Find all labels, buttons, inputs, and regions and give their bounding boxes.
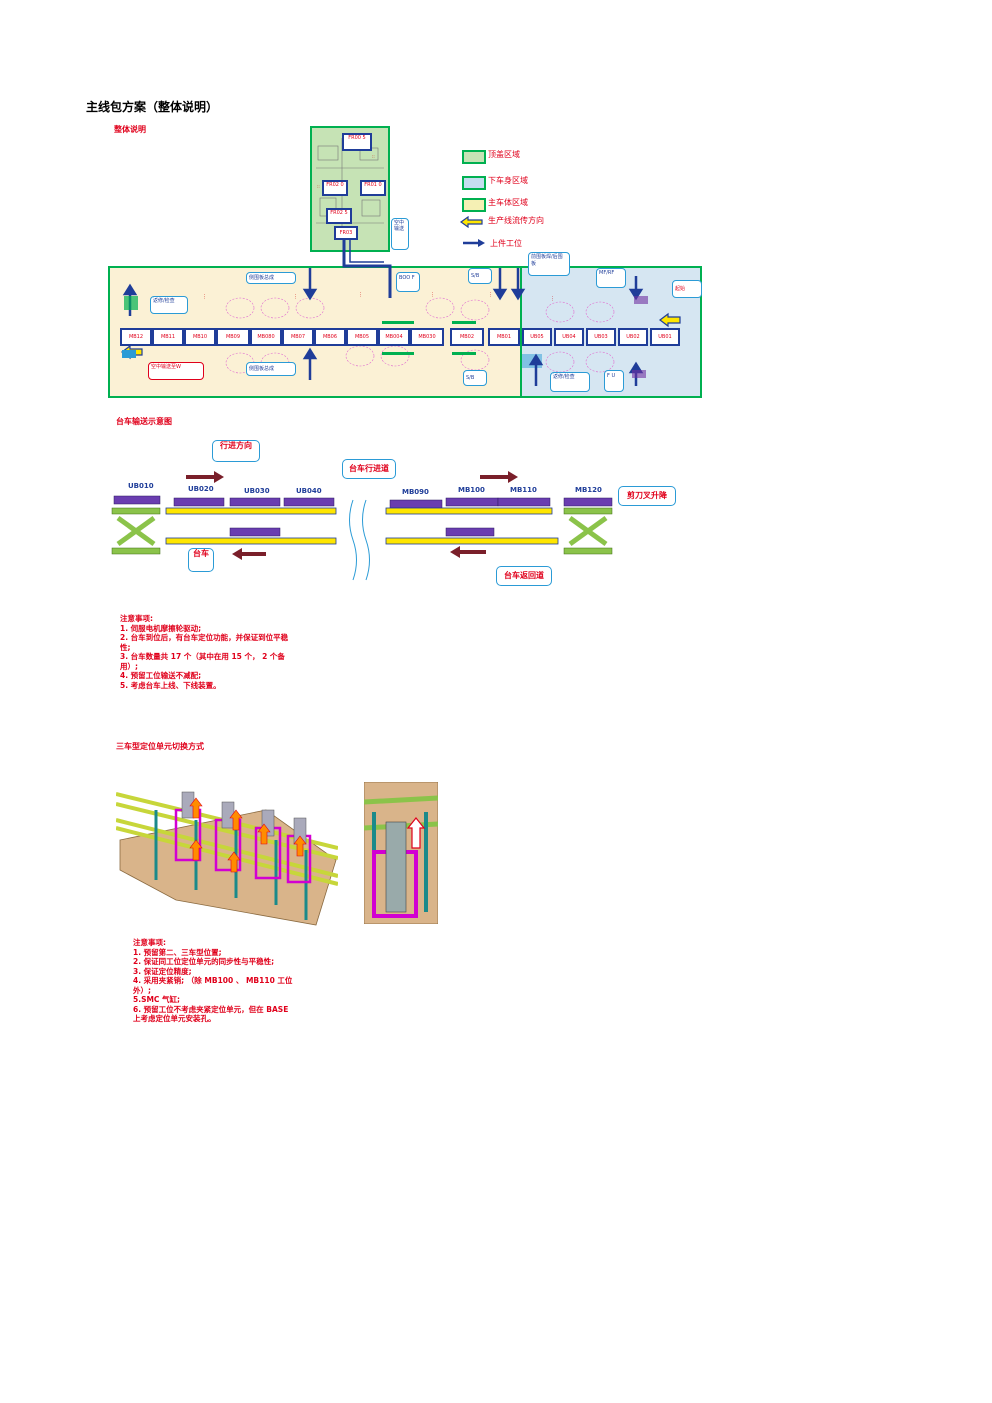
locator-render-right <box>364 782 438 924</box>
svg-text:⋮: ⋮ <box>488 292 493 298</box>
section2-heading: 台车输送示意图 <box>116 417 172 426</box>
station-mb120: MB120 <box>575 486 602 494</box>
roof-area: :::: FR00 5 FR02 0 FR01 0 FR02 5 FR03 <box>310 126 390 252</box>
station-mb01: MB01 <box>488 328 520 346</box>
blue-arrow-icon <box>463 239 485 247</box>
callout-fu: F U <box>604 370 624 392</box>
station-mb07: MB07 <box>282 328 314 346</box>
notes2-line: 注意事项: <box>133 938 166 947</box>
svg-text:⋮: ⋮ <box>202 294 207 300</box>
notes1-line: 注意事项: <box>120 614 153 623</box>
legend-mainbody-label: 主车体区域 <box>488 198 528 207</box>
station-mb02: MB02 <box>450 328 484 346</box>
station-mb030: MB030 <box>410 328 444 346</box>
station-mb09: MB09 <box>216 328 250 346</box>
notes1-line: 4. 预留工位输送不减配; <box>120 671 202 680</box>
station-ub02: UB02 <box>618 328 648 346</box>
zone-divider <box>520 268 522 396</box>
station-ub03: UB03 <box>586 328 616 346</box>
legend-loading-label: 上件工位 <box>490 239 522 248</box>
notes1-line: 性; <box>120 642 131 652</box>
station-mb05: MB05 <box>346 328 378 346</box>
notes2-line: 6. 预留工位不考虑夹紧定位单元，但在 BASE <box>133 1004 289 1014</box>
station-mb004: MB004 <box>378 328 410 346</box>
svg-text:⋮: ⋮ <box>430 292 435 298</box>
svg-text:⋮: ⋮ <box>550 296 555 302</box>
svg-text:::: :: <box>372 154 375 159</box>
notes1-line: 3. 台车数量共 17 个（其中在用 15 个， 2 个备 <box>120 652 285 661</box>
notes2-line: 4. 采用夹紧销; （除 MB100 、 MB110 工位 <box>133 976 293 985</box>
callout-roof-transport: 空中输送 <box>391 218 409 250</box>
station-fr020: FR02 0 <box>322 180 348 196</box>
legend-underbody-label: 下车身区域 <box>488 176 528 185</box>
callout-inspect-right: 返修/检查 <box>550 372 590 392</box>
roof-connector <box>342 238 392 298</box>
station-fr010: FR01 0 <box>360 180 386 196</box>
station-ub01: UB01 <box>650 328 680 346</box>
yellow-arrow-icon <box>460 216 483 228</box>
station-mb10: MB10 <box>184 328 216 346</box>
svg-text:::: :: <box>317 184 320 189</box>
callout-sb-top: S/B <box>468 268 492 284</box>
legend-underbody-swatch <box>462 176 486 190</box>
callout-direction: 行进方向 <box>212 440 260 462</box>
station-mb06: MB06 <box>314 328 346 346</box>
callout-start: 起始 <box>672 280 702 298</box>
station-ub010: UB010 <box>128 482 154 490</box>
station-ub020: UB020 <box>188 485 214 493</box>
station-mb080: MB080 <box>250 328 282 346</box>
notes2-line: 外）; <box>133 985 151 995</box>
callout-sb-bottom: S/B <box>463 370 487 386</box>
station-ub030: UB030 <box>244 487 270 495</box>
callout-boo: BOO F <box>396 272 420 292</box>
notes1-line: 用）; <box>120 661 138 671</box>
station-ub040: UB040 <box>296 487 322 495</box>
legend-flow-label: 生产线流传方向 <box>488 216 544 225</box>
station-mb090: MB090 <box>402 488 429 496</box>
station-mb11: MB11 <box>152 328 184 346</box>
callout-front-panel: 前围板焊/后围板 <box>528 252 570 276</box>
svg-text:⋮: ⋮ <box>293 294 298 300</box>
mainline-arrows <box>121 268 681 386</box>
station-mb12: MB12 <box>120 328 152 346</box>
station-fr03: FR03 <box>334 226 358 240</box>
legend-roof-swatch <box>462 150 486 164</box>
notes1-line: 1. 伺服电机摩擦轮驱动; <box>120 623 202 633</box>
legend-roof-label: 顶盖区域 <box>488 150 520 159</box>
notes2-line: 3. 保证定位精度; <box>133 966 192 976</box>
page-title: 主线包方案（整体说明） <box>86 100 219 114</box>
station-mb100: MB100 <box>458 486 485 494</box>
station-mb110: MB110 <box>510 486 537 494</box>
section3-heading: 三车型定位单元切换方式 <box>116 742 204 751</box>
notes2-line: 2. 保证同工位定位单元的同步性与平稳性; <box>133 957 275 966</box>
svg-text:⋮: ⋮ <box>358 292 363 298</box>
callout-side-panel-top: 侧围板总成 <box>246 272 296 284</box>
callout-cart: 台车 <box>188 548 214 572</box>
callout-track: 台车行进道 <box>342 459 396 479</box>
callout-return: 台车返回道 <box>496 566 552 586</box>
notes1-line: 2. 台车到位后，有台车定位功能，并保证到位平稳 <box>120 633 289 642</box>
notes2-line: 1. 预留第二、三车型位置; <box>133 947 222 957</box>
legend-mainbody-swatch <box>462 198 486 212</box>
station-fr025: FR02 5 <box>326 208 352 224</box>
notes1: 注意事项: 1. 伺服电机摩擦轮驱动; 2. 台车到位后，有台车定位功能，并保证… <box>120 614 320 690</box>
notes2: 注意事项: 1. 预留第二、三车型位置; 2. 保证同工位定位单元的同步性与平稳… <box>133 938 333 1024</box>
callout-side-panel-bottom: 侧围板总成 <box>246 362 296 376</box>
callout-inspect-left: 返修/检查 <box>150 296 188 314</box>
notes1-line: 5. 考虑台车上线、下线装置。 <box>120 680 221 690</box>
notes2-line: 5.SMC 气缸; <box>133 995 181 1004</box>
callout-scissor: 剪刀叉升降 <box>618 486 676 506</box>
locator-render-left <box>116 791 338 926</box>
cart-diagram <box>111 471 613 581</box>
station-ub05: UB05 <box>522 328 552 346</box>
callout-mf: MF/RF <box>596 268 626 288</box>
station-fr005: FR00 5 <box>342 133 372 151</box>
notes2-line: 上考虑定位单元安装孔。 <box>133 1014 216 1023</box>
station-ub04: UB04 <box>554 328 584 346</box>
section1-heading: 整体说明 <box>114 125 146 134</box>
callout-air-transport: 空中输送至W <box>148 362 204 380</box>
